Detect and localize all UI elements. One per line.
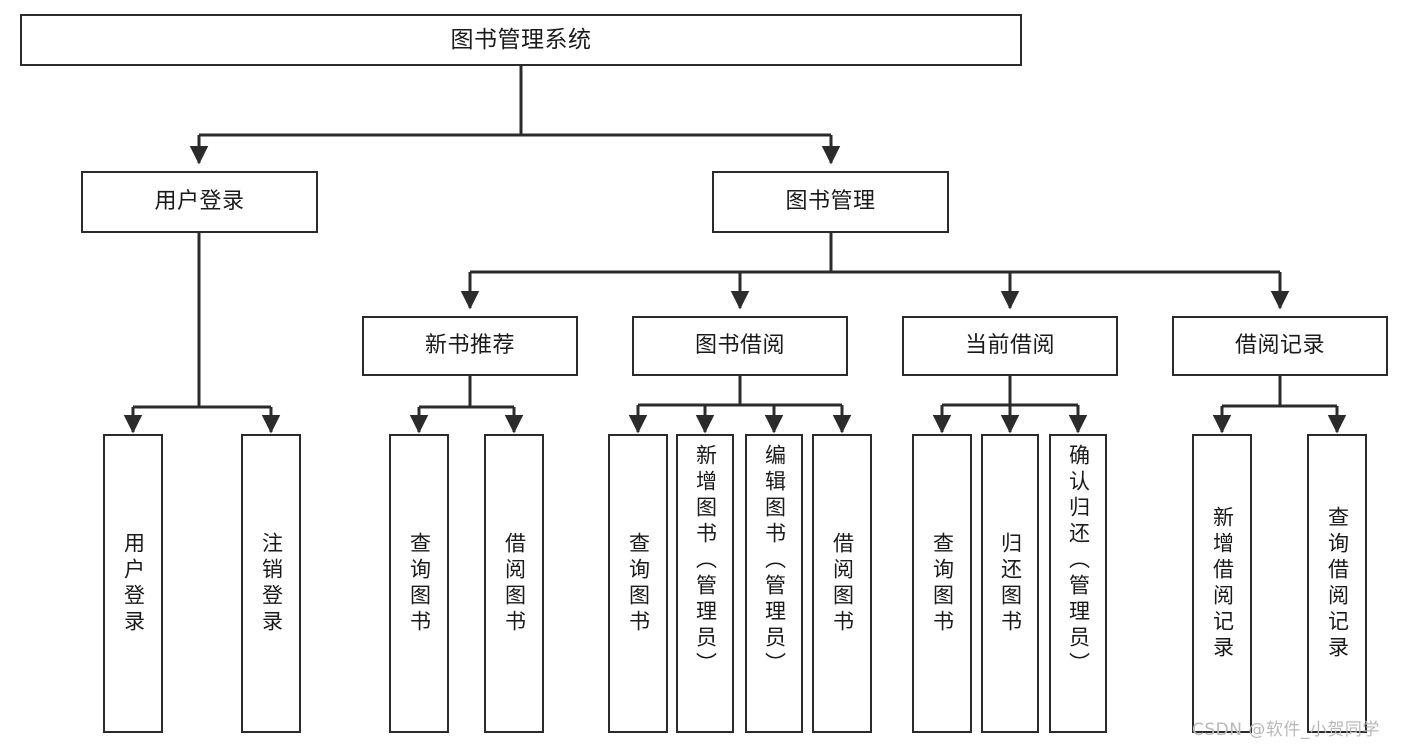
node-borrow-record[interactable]: 借阅记录 bbox=[1172, 316, 1388, 376]
leaf-return-book-label: 归还图书 bbox=[998, 531, 1023, 636]
node-new-book-recommend-label: 新书推荐 bbox=[424, 333, 515, 359]
leaf-query-book-2-label: 查询图书 bbox=[626, 531, 651, 636]
node-user-login[interactable]: 用户登录 bbox=[81, 171, 318, 233]
leaf-user-logout-label: 注销登录 bbox=[259, 531, 284, 636]
node-borrow-record-label: 借阅记录 bbox=[1234, 333, 1325, 359]
node-current-borrow[interactable]: 当前借阅 bbox=[902, 316, 1118, 376]
leaf-confirm-return[interactable]: 确认归还（管理员） bbox=[1049, 434, 1107, 733]
leaf-confirm-return-label: 确认归还（管理员） bbox=[1066, 444, 1091, 678]
leaf-borrow-book-2[interactable]: 借阅图书 bbox=[812, 434, 872, 733]
node-current-borrow-label: 当前借阅 bbox=[964, 333, 1055, 359]
leaf-return-book[interactable]: 归还图书 bbox=[981, 434, 1039, 733]
node-user-login-label: 用户登录 bbox=[154, 189, 245, 215]
leaf-edit-book[interactable]: 编辑图书（管理员） bbox=[745, 434, 803, 733]
leaf-add-record[interactable]: 新增借阅记录 bbox=[1192, 434, 1252, 733]
leaf-add-book[interactable]: 新增图书（管理员） bbox=[676, 434, 734, 733]
leaf-query-book-2[interactable]: 查询图书 bbox=[608, 434, 668, 733]
leaf-borrow-book-1[interactable]: 借阅图书 bbox=[484, 434, 544, 733]
node-book-manage[interactable]: 图书管理 bbox=[712, 171, 949, 233]
node-root[interactable]: 图书管理系统 bbox=[20, 14, 1022, 66]
node-book-borrow[interactable]: 图书借阅 bbox=[632, 316, 848, 376]
leaf-borrow-book-2-label: 借阅图书 bbox=[830, 531, 855, 636]
leaf-user-logout[interactable]: 注销登录 bbox=[241, 434, 301, 733]
leaf-query-record-label: 查询借阅记录 bbox=[1325, 505, 1350, 662]
csdn-watermark: CSDN @软件_小贺同学 bbox=[1192, 720, 1380, 740]
leaf-query-record[interactable]: 查询借阅记录 bbox=[1307, 434, 1367, 733]
leaf-borrow-book-1-label: 借阅图书 bbox=[502, 531, 527, 636]
leaf-query-book-3-label: 查询图书 bbox=[930, 531, 955, 636]
leaf-edit-book-label: 编辑图书（管理员） bbox=[762, 444, 787, 678]
leaf-add-record-label: 新增借阅记录 bbox=[1210, 505, 1235, 662]
leaf-query-book-1[interactable]: 查询图书 bbox=[389, 434, 449, 733]
node-root-label: 图书管理系统 bbox=[450, 26, 592, 53]
node-new-book-recommend[interactable]: 新书推荐 bbox=[362, 316, 578, 376]
leaf-add-book-label: 新增图书（管理员） bbox=[693, 444, 718, 678]
leaf-user-login-label: 用户登录 bbox=[121, 531, 146, 636]
node-book-manage-label: 图书管理 bbox=[785, 189, 876, 215]
leaf-user-login[interactable]: 用户登录 bbox=[103, 434, 163, 733]
leaf-query-book-1-label: 查询图书 bbox=[407, 531, 432, 636]
leaf-query-book-3[interactable]: 查询图书 bbox=[912, 434, 972, 733]
node-book-borrow-label: 图书借阅 bbox=[694, 333, 785, 359]
